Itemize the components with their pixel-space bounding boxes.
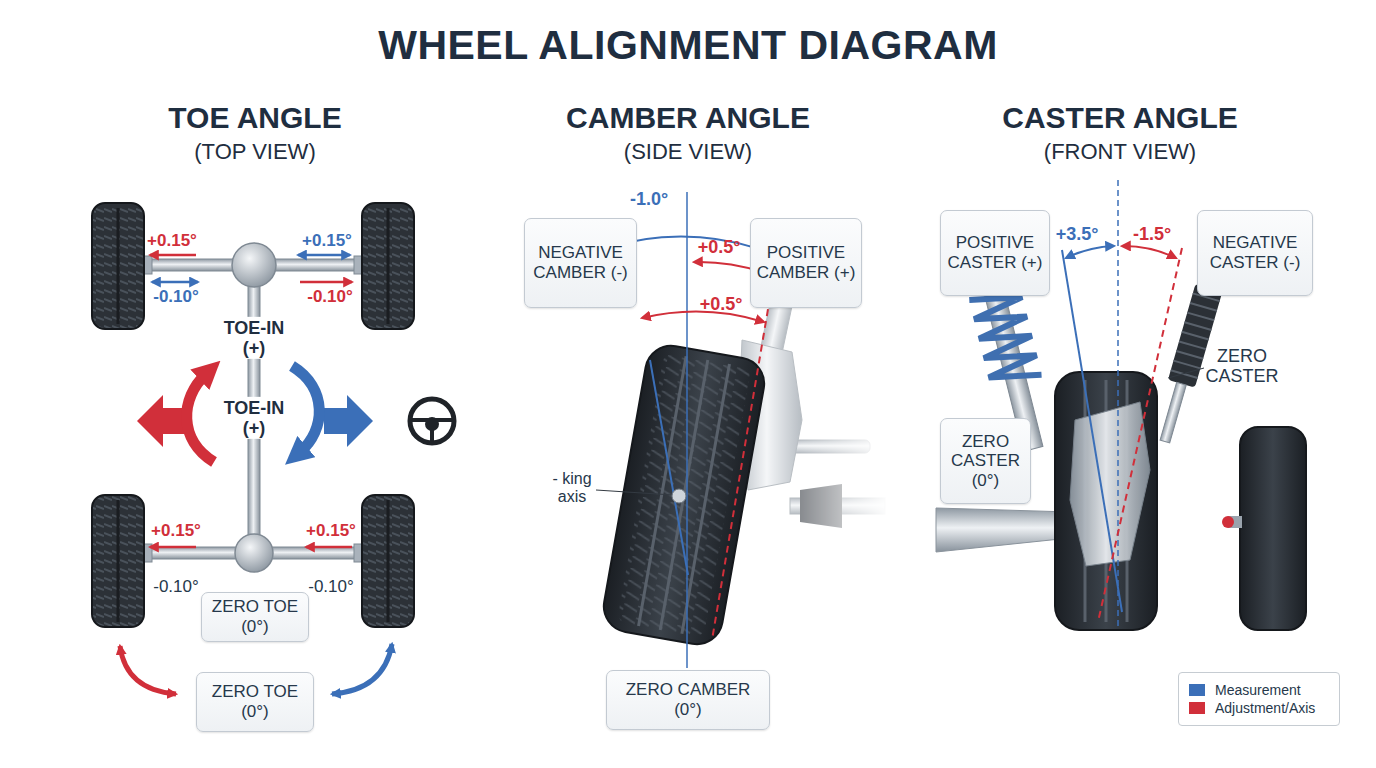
boot-bellows — [1171, 293, 1220, 378]
toe-arrow — [300, 281, 352, 284]
angle-value: -0.10° — [153, 577, 199, 596]
direction-label: TOE-IN (+) — [216, 397, 292, 439]
angle-value: -0.10° — [307, 287, 353, 306]
angle-value: +0.15° — [302, 231, 352, 250]
angle-callout-box: ZERO TOE (0°) — [196, 672, 314, 732]
camber-line — [650, 360, 688, 575]
tire — [362, 495, 414, 627]
leader-line — [596, 490, 673, 495]
strut-rod — [1160, 382, 1186, 442]
tire — [600, 342, 769, 648]
tread-groove — [387, 500, 390, 622]
angle-value: +0.5° — [700, 294, 743, 314]
block-arrow — [324, 395, 373, 447]
tire-tread — [617, 352, 751, 637]
axis-label: - king axis — [546, 470, 598, 506]
tread-groove — [117, 500, 120, 622]
tread-groove — [682, 364, 730, 634]
steering-spoke — [411, 420, 453, 442]
toe-arrow — [150, 254, 196, 257]
legend-box: MeasurementAdjustment/Axis — [1178, 672, 1340, 726]
box-text: ZERO TOE (0°) — [205, 597, 305, 636]
tread-groove — [639, 356, 687, 626]
toe-arrow — [298, 254, 350, 257]
curved-arrow — [332, 644, 392, 694]
angle-callout-box: NEGATIVE CASTER (-) — [1197, 210, 1313, 296]
legend-text: Measurement — [1215, 682, 1301, 698]
angle-value: -0.10° — [308, 577, 354, 596]
angle-value: +0.15° — [306, 521, 356, 540]
angle-callout-box: POSITIVE CAMBER (+) — [750, 218, 862, 308]
leader-line — [1168, 368, 1204, 378]
ball-joint — [672, 489, 686, 503]
angle-callout-box: ZERO TOE (0°) — [201, 592, 309, 642]
zero-reference — [1117, 180, 1119, 630]
differential — [232, 243, 276, 287]
control-arm — [936, 508, 1070, 552]
angle-value: +0.15° — [151, 521, 201, 540]
steering-rim — [410, 399, 454, 443]
curved-arrow — [292, 366, 319, 452]
section-heading: TOE ANGLE — [168, 101, 341, 135]
box-text: NEGATIVE CAMBER (-) — [528, 243, 633, 282]
tire — [92, 203, 144, 329]
tire-body — [1055, 372, 1157, 630]
angle-value: -1.0° — [630, 189, 668, 209]
legend-swatch — [1189, 702, 1205, 714]
legend-entry: Measurement — [1189, 682, 1329, 698]
box-text: POSITIVE CASTER (+) — [944, 233, 1046, 272]
box-text: ZERO CAMBER (0°) — [610, 680, 766, 719]
axis-label: ZERO CASTER — [1201, 346, 1283, 386]
vertical-reference — [686, 192, 688, 668]
toe-arrow — [152, 281, 198, 284]
block-arrow — [137, 395, 186, 447]
angle-value: +0.15° — [147, 231, 197, 250]
tire — [92, 495, 144, 627]
boot-strut — [1151, 284, 1222, 446]
box-text: POSITIVE CAMBER (+) — [754, 243, 858, 282]
tread-groove — [117, 208, 120, 324]
angle-callout-box: POSITIVE CASTER (+) — [940, 210, 1050, 296]
tire-body — [600, 342, 769, 648]
tread-groove — [387, 208, 390, 324]
differential — [235, 534, 273, 572]
angle-value: -1.5° — [1133, 224, 1171, 244]
coil-spring — [969, 287, 1041, 387]
angle-callout-box: NEGATIVE CAMBER (-) — [524, 218, 637, 308]
angle-value: -0.10° — [153, 287, 199, 306]
view-label: (SIDE VIEW) — [624, 140, 752, 165]
side-tire — [1240, 427, 1306, 630]
direction-label: TOE-IN (+) — [216, 317, 292, 359]
axle-marker — [1222, 516, 1234, 528]
toe-arrow — [150, 546, 196, 549]
box-text: ZERO CASTER (0°) — [944, 432, 1027, 491]
box-text: ZERO TOE (0°) — [200, 682, 310, 721]
box-text: NEGATIVE CASTER (-) — [1201, 233, 1309, 272]
curved-arrow — [187, 374, 214, 462]
adjustment-axis — [1098, 248, 1182, 622]
steering-wheel-icon — [410, 399, 454, 443]
angle-value: +0.5° — [698, 237, 741, 257]
section-heading: CASTER ANGLE — [1002, 101, 1238, 135]
legend-swatch — [1189, 684, 1205, 696]
toe-illustration — [92, 203, 454, 694]
legend-text: Adjustment/Axis — [1215, 700, 1315, 716]
angle-arc — [1122, 246, 1176, 258]
angle-callout-box: ZERO CASTER (0°) — [940, 418, 1031, 504]
view-label: (FRONT VIEW) — [1044, 140, 1196, 165]
curved-arrow — [120, 646, 176, 694]
angle-value: +3.5° — [1056, 224, 1099, 244]
section-heading: CAMBER ANGLE — [566, 101, 810, 135]
tire — [362, 203, 414, 329]
angle-callout-box: ZERO CAMBER (0°) — [606, 670, 770, 730]
toe-arrow — [306, 546, 352, 549]
diagram-title: WHEEL ALIGNMENT DIAGRAM — [378, 23, 998, 69]
view-label: (TOP VIEW) — [194, 140, 315, 165]
angle-arc — [1066, 246, 1114, 258]
legend-entry: Adjustment/Axis — [1189, 700, 1329, 716]
